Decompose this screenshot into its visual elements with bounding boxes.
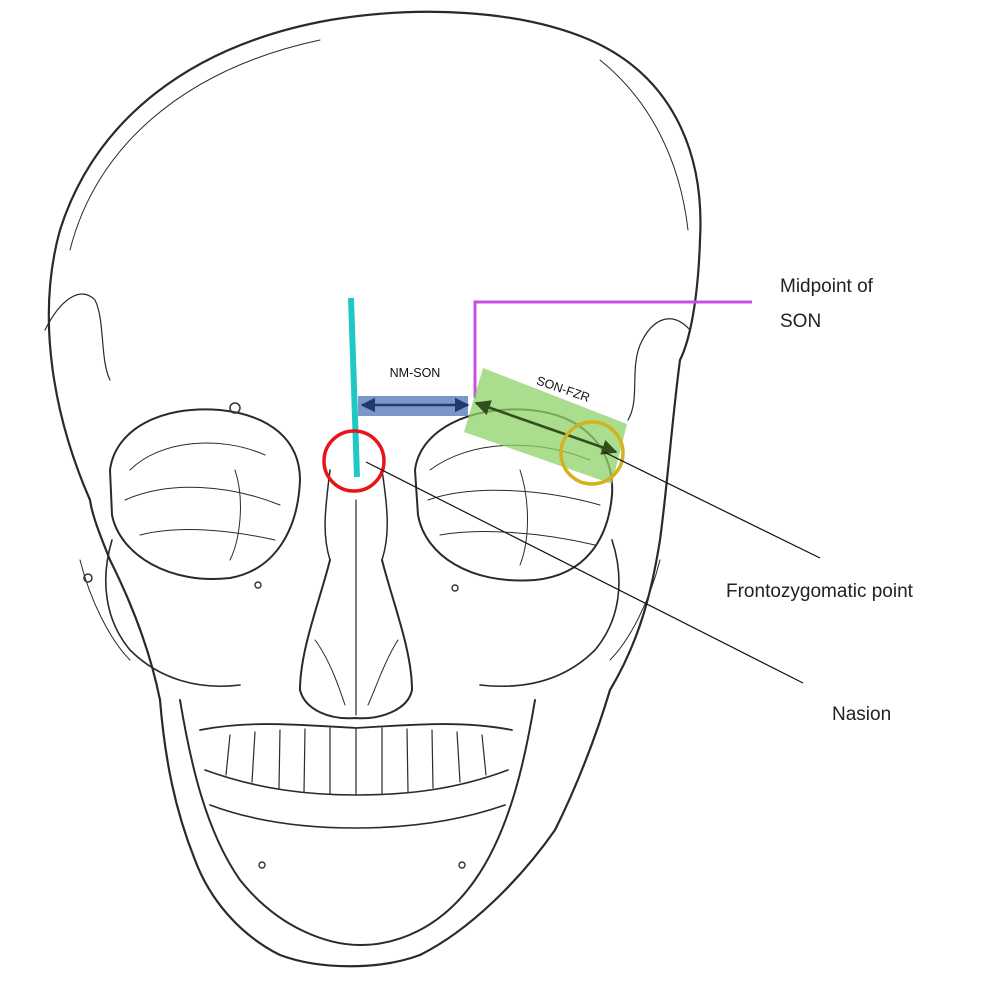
midpoint-son-label-line1: Midpoint of [780, 276, 874, 297]
nm-son-label: NM-SON [390, 366, 441, 380]
frontozygomatic-leader-line [604, 452, 820, 558]
nasion-leader-line [366, 462, 803, 683]
frontozygomatic-label: Frontozygomatic point [726, 581, 914, 602]
nasion-label: Nasion [832, 704, 891, 725]
midline-marker [351, 298, 357, 477]
midpoint-son-label-line2: SON [780, 311, 821, 332]
skull-outline [45, 12, 700, 966]
